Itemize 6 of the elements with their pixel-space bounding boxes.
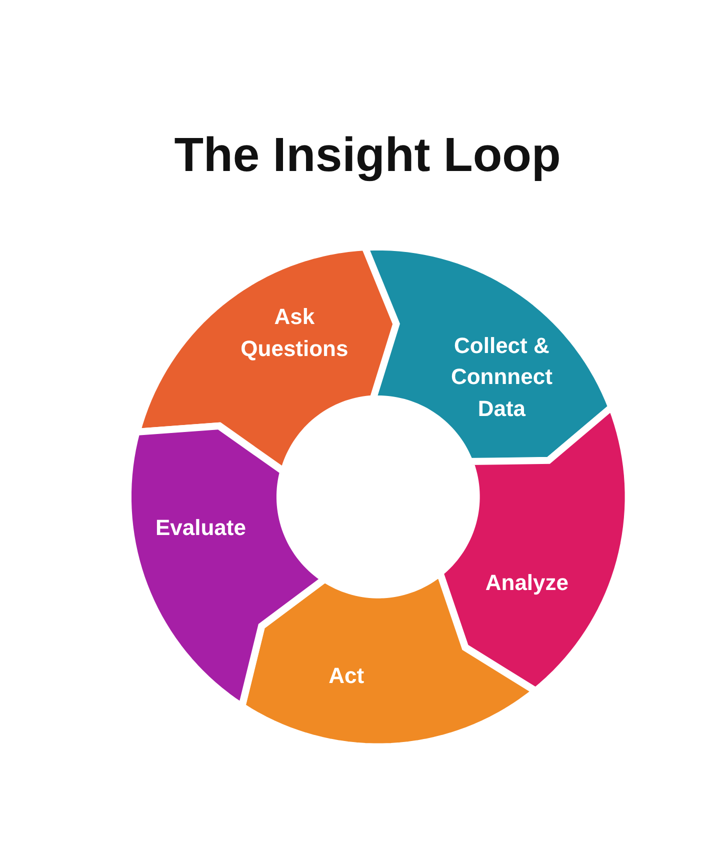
segment-label: Analyze	[484, 569, 570, 598]
segment-label: Collect & Connnect Data	[450, 332, 554, 424]
segment-label: Evaluate	[154, 514, 247, 542]
diagram-title: The Insight Loop	[173, 128, 562, 183]
segment-label: Act	[328, 662, 366, 690]
segment-label: Ask Questions	[240, 303, 350, 364]
